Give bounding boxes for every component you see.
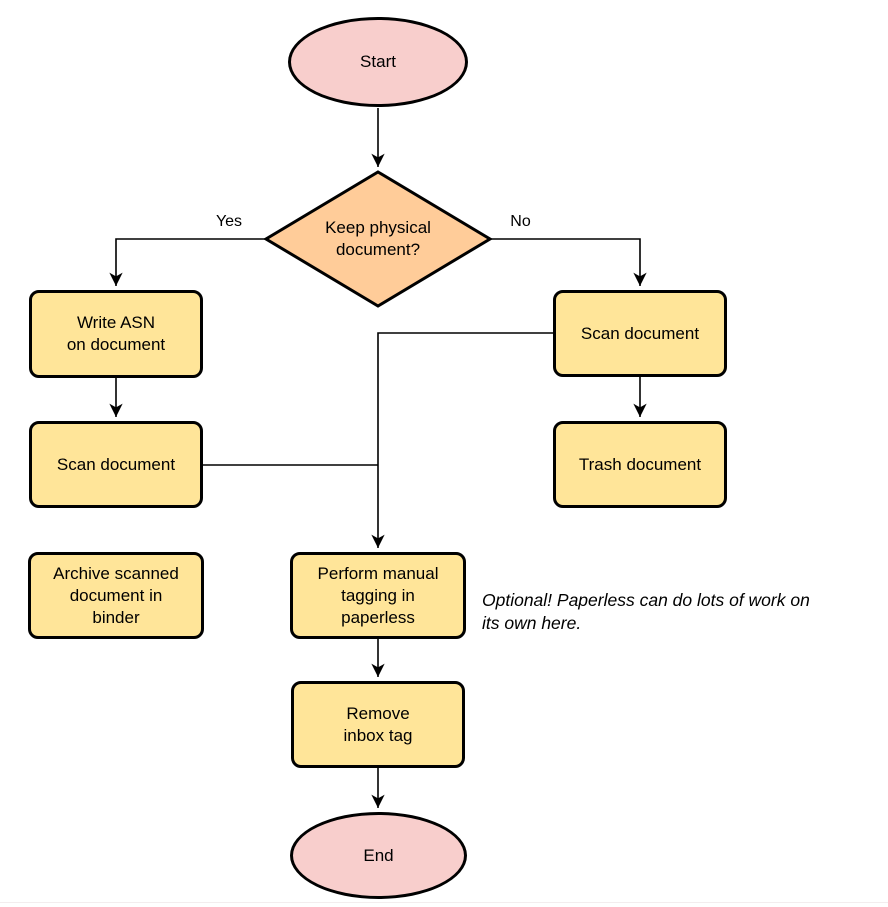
edge-decision-yes (109, 238, 266, 286)
node-remove-inbox-tag-label: Remove inbox tag (343, 703, 413, 745)
node-write-asn: Write ASN on document (29, 290, 203, 378)
node-scan-document-right: Scan document (553, 290, 727, 377)
node-end: End (290, 812, 467, 899)
node-manual-tagging: Perform manual tagging in paperless (290, 552, 466, 639)
node-archive-binder: Archive scanned document in binder (28, 552, 204, 639)
node-trash-document-label: Trash document (578, 454, 702, 474)
node-decision: Keep physical document? (293, 205, 463, 273)
node-start: Start (288, 17, 468, 107)
node-start-label: Start (360, 52, 396, 71)
node-scan-document-left-label: Scan document (56, 454, 176, 474)
node-scan-document-right-label: Scan document (580, 323, 700, 343)
edge-label-yes: Yes (215, 213, 243, 230)
edge-label-no: No (510, 213, 531, 230)
edge-decision-no (490, 238, 647, 286)
node-manual-tagging-label: Perform manual tagging in paperless (317, 563, 439, 627)
node-write-asn-label: Write ASN on document (66, 313, 166, 354)
node-decision-label: Keep physical document? (325, 218, 431, 259)
node-archive-binder-label: Archive scanned document in binder (53, 563, 179, 627)
bottom-divider (0, 902, 888, 903)
edge-scanright-to-tagging (371, 332, 554, 548)
node-trash-document: Trash document (553, 421, 727, 508)
node-remove-inbox-tag: Remove inbox tag (291, 681, 465, 768)
decision-diamond-shape (263, 170, 493, 308)
node-end-label: End (363, 845, 394, 865)
annotation-optional-note: Optional! Paperless can do lots of work … (482, 590, 810, 633)
node-scan-document-left: Scan document (29, 421, 203, 508)
